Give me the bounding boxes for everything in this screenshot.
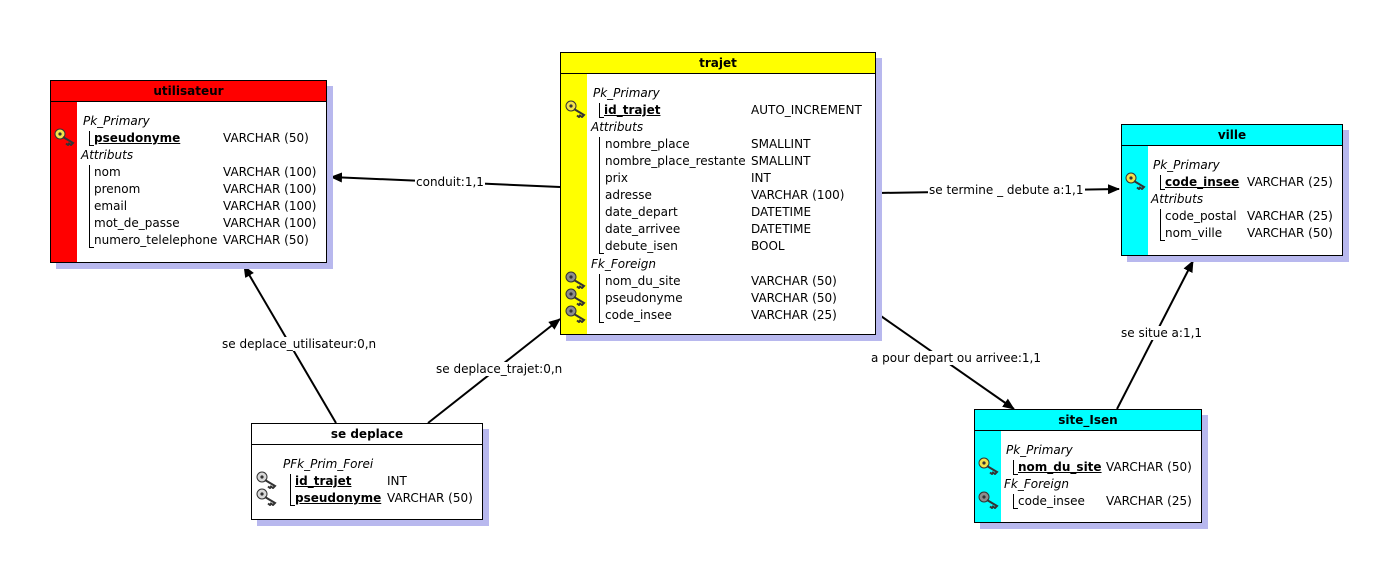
primary-key-icon: [565, 100, 586, 118]
pfk-field-type: INT: [387, 474, 407, 488]
attr-section-label: Attributs: [1151, 192, 1204, 206]
attr-bracket: [599, 137, 604, 254]
pk-section-label: Pk_Primary: [83, 114, 150, 128]
label-deplace-trajet: se deplace_trajet:0,n: [435, 362, 564, 376]
fk-field-name: nom_du_site: [605, 274, 681, 288]
pk-field-name: nom_du_site: [1018, 460, 1102, 474]
pk-field-name: code_insee: [1165, 175, 1240, 189]
pk-field-name: id_trajet: [604, 103, 661, 117]
attr-field-type: SMALLINT: [751, 154, 811, 168]
pfk-field-type: VARCHAR (50): [387, 491, 473, 505]
attr-field-name: date_arrivee: [605, 222, 681, 236]
pk-field-type: VARCHAR (25): [1247, 175, 1333, 189]
fk-field-type: VARCHAR (25): [1106, 494, 1192, 508]
label-conduit: conduit:1,1: [415, 175, 485, 189]
table-title: se deplace: [252, 424, 482, 445]
pk-field-type: VARCHAR (50): [1106, 460, 1192, 474]
table-ville[interactable]: ville Pk_Primary code_insee VARCHAR (25)…: [1121, 124, 1343, 256]
pk-field-type: VARCHAR (50): [223, 131, 309, 145]
primary-foreign-key-icon: [256, 488, 277, 506]
attr-section-label: Attributs: [81, 148, 134, 162]
foreign-key-icon: [565, 271, 586, 289]
attr-field-type: VARCHAR (50): [223, 233, 309, 247]
attr-section-label: Attributs: [591, 120, 644, 134]
table-color-strip: [1122, 146, 1148, 255]
table-se-deplace[interactable]: se deplace PFk_Prim_Forei id_trajet INT …: [251, 423, 483, 520]
table-title: site_Isen: [975, 410, 1201, 431]
attr-field-type: SMALLINT: [751, 137, 811, 151]
foreign-key-icon: [565, 288, 586, 306]
fk-field-type: VARCHAR (50): [751, 291, 837, 305]
attr-field-type: VARCHAR (25): [1247, 209, 1333, 223]
fk-bracket: [599, 274, 604, 323]
attr-field-name: email: [94, 199, 128, 213]
table-title: ville: [1122, 125, 1342, 146]
fk-field-type: VARCHAR (25): [751, 308, 837, 322]
pfk-field-name: id_trajet: [295, 474, 352, 488]
attr-field-type: VARCHAR (100): [223, 199, 317, 213]
label-situe: se situe a:1,1: [1120, 326, 1204, 340]
attr-field-type: VARCHAR (100): [223, 216, 317, 230]
attr-field-name: prenom: [94, 182, 141, 196]
attr-field-type: VARCHAR (50): [1247, 226, 1333, 240]
attr-field-name: code_postal: [1165, 209, 1237, 223]
primary-foreign-key-icon: [256, 471, 277, 489]
pfk-field-name: pseudonyme: [295, 491, 382, 505]
fk-bracket: [1013, 494, 1018, 509]
table-utilisateur[interactable]: utilisateur Pk_Primary pseudonyme VARCHA…: [50, 80, 327, 263]
pfk-section-label: PFk_Prim_Forei: [283, 457, 374, 471]
primary-key-icon: [978, 457, 999, 475]
attr-field-name: mot_de_passe: [94, 216, 180, 230]
pk-bracket: [89, 131, 94, 146]
attr-field-type: DATETIME: [751, 205, 812, 219]
attr-field-type: VARCHAR (100): [751, 188, 845, 202]
pk-section-label: Pk_Primary: [593, 86, 660, 100]
fk-field-name: pseudonyme: [605, 291, 683, 305]
fk-field-name: code_insee: [605, 308, 672, 322]
attr-field-name: numero_telelephone: [94, 233, 218, 247]
attr-field-name: nom: [94, 165, 121, 179]
table-trajet[interactable]: trajet Pk_Primary id_trajet AUTO_INCREME…: [560, 52, 876, 335]
pk-field-type: AUTO_INCREMENT: [751, 103, 862, 117]
attr-field-name: nom_ville: [1165, 226, 1223, 240]
label-depart: a pour depart ou arrivee:1,1: [870, 351, 1043, 365]
pk-bracket: [1160, 175, 1165, 190]
primary-key-icon: [1125, 172, 1146, 190]
label-termine: se termine _ debute a:1,1: [928, 183, 1085, 197]
table-title: trajet: [561, 53, 875, 74]
pk-field-name: pseudonyme: [94, 131, 181, 145]
attr-bracket: [1160, 209, 1165, 241]
primary-key-icon: [54, 128, 75, 146]
fk-field-name: code_insee: [1018, 494, 1085, 508]
attr-field-name: date_depart: [605, 205, 678, 219]
fk-field-type: VARCHAR (50): [751, 274, 837, 288]
pk-bracket: [599, 103, 604, 118]
foreign-key-icon: [565, 305, 586, 323]
attr-bracket: [89, 165, 94, 248]
pk-section-label: Pk_Primary: [1153, 158, 1220, 172]
attr-field-name: prix: [605, 171, 628, 185]
foreign-key-icon: [978, 491, 999, 509]
pk-section-label: Pk_Primary: [1006, 443, 1073, 457]
table-title: utilisateur: [51, 81, 326, 102]
pfk-bracket: [290, 474, 295, 506]
attr-field-type: INT: [751, 171, 771, 185]
attr-field-name: adresse: [605, 188, 652, 202]
fk-section-label: Fk_Foreign: [1004, 477, 1069, 491]
attr-field-type: VARCHAR (100): [223, 182, 317, 196]
label-deplace-utilisateur: se deplace_utilisateur:0,n: [221, 337, 378, 351]
attr-field-type: VARCHAR (100): [223, 165, 317, 179]
pk-bracket: [1013, 460, 1018, 475]
table-site-isen[interactable]: site_Isen Pk_Primary nom_du_site VARCHAR…: [974, 409, 1202, 523]
attr-field-type: DATETIME: [751, 222, 812, 236]
attr-field-name: debute_isen: [605, 239, 678, 253]
attr-field-name: nombre_place: [605, 137, 690, 151]
attr-field-name: nombre_place_restante: [605, 154, 746, 168]
attr-field-type: BOOL: [751, 239, 785, 253]
table-color-strip: [51, 102, 77, 262]
fk-section-label: Fk_Foreign: [591, 257, 656, 271]
